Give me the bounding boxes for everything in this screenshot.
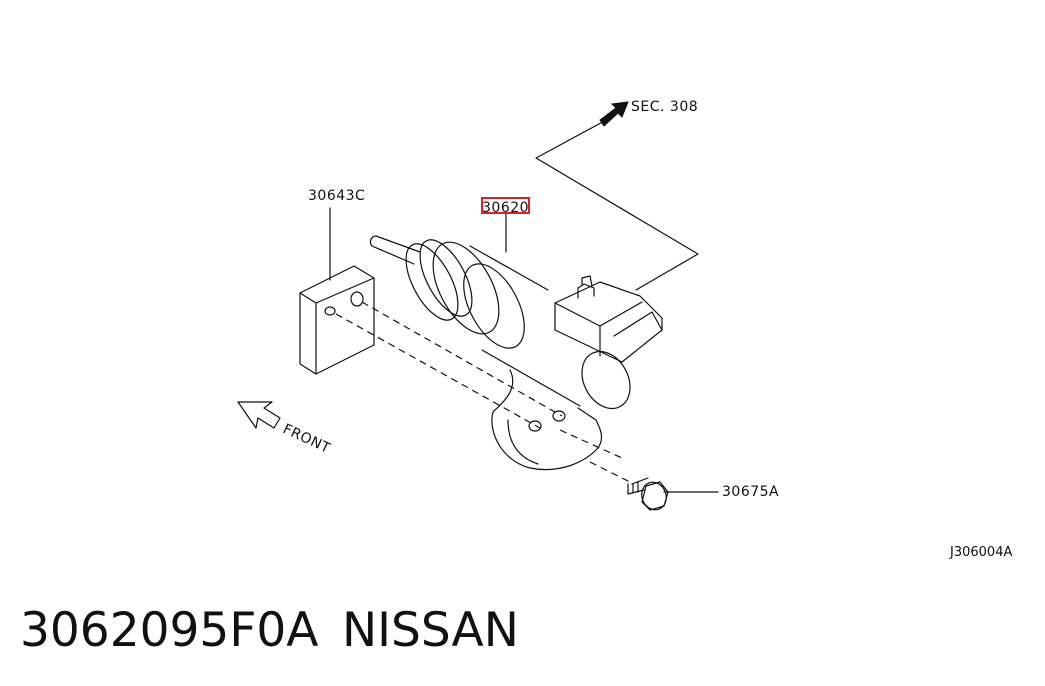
sec-308-leader <box>535 101 699 291</box>
sec-308-label[interactable]: SEC. 308 <box>631 99 698 115</box>
part-number-caption: 3062095F0A <box>20 603 318 658</box>
alignment-dashes <box>335 301 631 483</box>
gasket-label[interactable]: 30643C <box>308 188 365 204</box>
figure-code: J306004A <box>949 545 1012 560</box>
brand-caption: NISSAN <box>342 603 519 658</box>
operating-cylinder <box>369 235 663 471</box>
gasket-plate <box>299 265 375 375</box>
bolt <box>627 477 669 511</box>
cylinder-label-highlight <box>481 197 530 214</box>
front-label: FRONT <box>280 421 332 457</box>
bolt-label[interactable]: 30675A <box>722 484 779 500</box>
front-arrow-icon <box>237 401 281 429</box>
